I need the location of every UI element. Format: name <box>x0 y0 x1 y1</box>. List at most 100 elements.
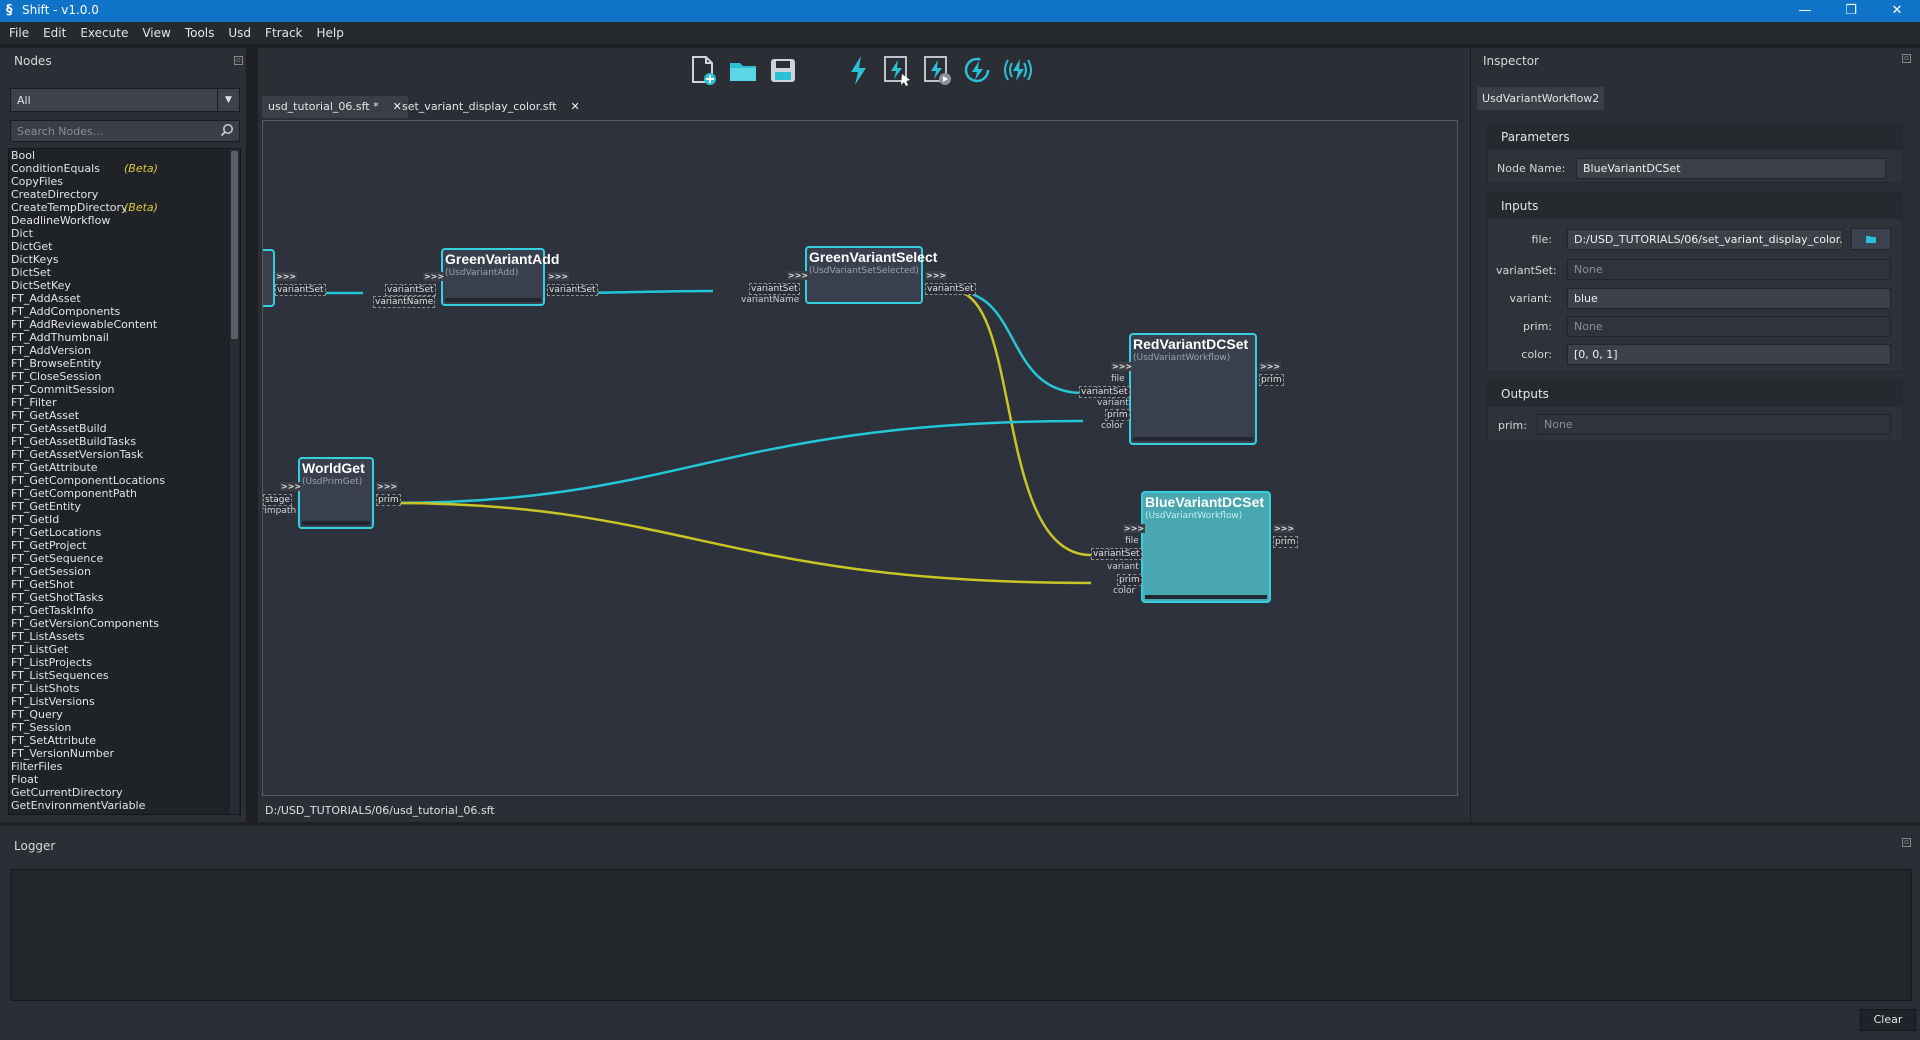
node-list-item[interactable]: FT_AddComponents <box>9 305 240 318</box>
node-list-item[interactable]: FT_GetAssetBuild <box>9 422 240 435</box>
exec-in-port[interactable]: >>> <box>280 482 302 491</box>
menu-file[interactable]: File <box>2 22 36 44</box>
exec-out-port[interactable]: >>> <box>1273 524 1295 533</box>
node-list-item[interactable]: FT_CommitSession <box>9 383 240 396</box>
exec-in-port[interactable]: >>> <box>1123 524 1145 533</box>
search-nodes-input[interactable]: Search Nodes... <box>10 120 240 142</box>
menu-execute[interactable]: Execute <box>73 22 135 44</box>
variantset-out-port[interactable]: variantSet <box>275 284 326 296</box>
exec-out-port[interactable]: >>> <box>925 271 947 280</box>
node-list-item[interactable]: FT_AddAsset <box>9 292 240 305</box>
variantset-out-port[interactable]: variantSet <box>547 284 598 296</box>
node-list-item[interactable]: FT_GetComponentPath <box>9 487 240 500</box>
node-world-get[interactable]: WorldGet (UsdPrimGet) <box>298 457 374 529</box>
node-list-item[interactable]: FT_Filter <box>9 396 240 409</box>
open-folder-icon[interactable] <box>728 54 758 86</box>
node-list-scrollbar[interactable] <box>230 149 239 814</box>
execute-all-icon[interactable] <box>1000 54 1036 86</box>
node-list-item[interactable]: FT_CloseSession <box>9 370 240 383</box>
exec-out-port[interactable]: >>> <box>376 482 398 491</box>
node-list-item[interactable]: Float <box>9 773 240 786</box>
color-in-port[interactable]: color <box>1113 586 1135 596</box>
node-list-item[interactable]: FT_BrowseEntity <box>9 357 240 370</box>
undock-icon[interactable]: ▫ <box>1902 838 1911 847</box>
node-list-item[interactable]: DictSetKey <box>9 279 240 292</box>
new-file-icon[interactable] <box>688 54 718 86</box>
node-list-item[interactable]: ConditionEquals(Beta) <box>9 162 240 175</box>
node-list-item[interactable]: FT_ListSequences <box>9 669 240 682</box>
node-list-item[interactable]: FT_ListGet <box>9 643 240 656</box>
undock-icon[interactable]: ▫ <box>1902 54 1911 63</box>
node-list-item[interactable]: FT_ListVersions <box>9 695 240 708</box>
scrollbar-thumb[interactable] <box>231 151 238 339</box>
save-icon[interactable] <box>768 54 798 86</box>
file-in-port[interactable]: file <box>1111 374 1125 384</box>
node-list-item[interactable]: FT_GetTaskInfo <box>9 604 240 617</box>
node-list-item[interactable]: FT_ListAssets <box>9 630 240 643</box>
node-list-item[interactable]: CreateDirectory <box>9 188 240 201</box>
node-green-variant-add[interactable]: GreenVariantAdd (UsdVariantAdd) <box>441 248 545 306</box>
node-list-item[interactable]: FT_GetShotTasks <box>9 591 240 604</box>
menu-help[interactable]: Help <box>310 22 351 44</box>
node-list-item[interactable]: FT_Query <box>9 708 240 721</box>
prim-in-port[interactable]: prim <box>1105 409 1130 421</box>
variantset-out-port[interactable]: variantSet <box>925 283 976 295</box>
node-list-item[interactable]: FT_SetAttribute <box>9 734 240 747</box>
node-list-item[interactable]: FT_GetAttribute <box>9 461 240 474</box>
node-graph-canvas[interactable]: >>> variantSet GreenVariantAdd (UsdVaria… <box>262 120 1458 796</box>
menu-tools[interactable]: Tools <box>178 22 222 44</box>
menu-edit[interactable]: Edit <box>36 22 73 44</box>
node-list-item[interactable]: FT_GetLocations <box>9 526 240 539</box>
exec-out-port[interactable]: >>> <box>1259 362 1281 371</box>
node-list-item[interactable]: FilterFiles <box>9 760 240 773</box>
node-name-field[interactable]: BlueVariantDCSet <box>1576 158 1886 179</box>
node-list-item[interactable]: DeadlineWorkflow <box>9 214 240 227</box>
close-tab-icon[interactable]: ✕ <box>571 100 580 113</box>
node-list-item[interactable]: DictKeys <box>9 253 240 266</box>
variantname-in-port[interactable]: variantName <box>741 295 799 305</box>
close-window-button[interactable]: ✕ <box>1874 0 1920 22</box>
variant-in-port[interactable]: variant <box>1097 398 1129 408</box>
variantset-in-port[interactable]: variantSet <box>749 283 800 295</box>
variantname-in-port[interactable]: variantName <box>373 296 435 308</box>
primpath-in-port[interactable]: primpath <box>262 506 296 516</box>
node-list-item[interactable]: Bool <box>9 149 240 162</box>
node-list-item[interactable]: FT_GetSequence <box>9 552 240 565</box>
prim-field[interactable]: None <box>1567 316 1891 337</box>
variantset-in-port[interactable]: variantSet <box>385 284 436 296</box>
execute-icon[interactable] <box>844 54 874 86</box>
node-list-item[interactable]: FT_GetAssetVersionTask <box>9 448 240 461</box>
node-blue-variant-dcset[interactable]: BlueVariantDCSet (UsdVariantWorkflow) <box>1141 491 1271 603</box>
menu-usd[interactable]: Usd <box>221 22 258 44</box>
node-list-item[interactable]: CreateTempDirectory(Beta) <box>9 201 240 214</box>
search-icon[interactable] <box>220 123 234 137</box>
exec-in-port[interactable]: >>> <box>787 271 809 280</box>
node-list-item[interactable]: FT_GetSession <box>9 565 240 578</box>
minimize-button[interactable]: — <box>1782 0 1828 22</box>
node-list-item[interactable]: FT_VersionNumber <box>9 747 240 760</box>
log-output[interactable] <box>10 869 1912 1001</box>
chevron-down-icon[interactable]: ▼ <box>217 89 239 111</box>
variant-field[interactable]: blue <box>1567 288 1891 309</box>
node-red-variant-dcset[interactable]: RedVariantDCSet (UsdVariantWorkflow) <box>1129 333 1257 445</box>
file-field[interactable]: D:/USD_TUTORIALS/06/set_variant_display_… <box>1567 229 1843 250</box>
file-in-port[interactable]: file <box>1125 536 1139 546</box>
execute-selected-icon[interactable] <box>882 54 912 86</box>
node-list-item[interactable]: DictGet <box>9 240 240 253</box>
node-list-item[interactable]: FT_AddVersion <box>9 344 240 357</box>
execute-from-icon[interactable] <box>922 54 952 86</box>
node-list-item[interactable]: FT_GetShot <box>9 578 240 591</box>
node-list-item[interactable]: FT_GetId <box>9 513 240 526</box>
node-list-item[interactable]: FT_GetEntity <box>9 500 240 513</box>
node-list-item[interactable]: FT_GetVersionComponents <box>9 617 240 630</box>
execute-reload-icon[interactable] <box>962 54 992 86</box>
node-filter-select[interactable]: All ▼ <box>10 88 240 112</box>
stage-in-port[interactable]: stage <box>263 494 292 506</box>
tab-set-variant-display-color[interactable]: set_variant_display_color.sft✕ <box>396 96 586 118</box>
graph-node-partial[interactable] <box>262 249 275 307</box>
node-list-item[interactable]: FT_GetAsset <box>9 409 240 422</box>
node-list-item[interactable]: FT_AddReviewableContent <box>9 318 240 331</box>
browse-file-button[interactable] <box>1851 228 1891 250</box>
prim-out-port[interactable]: prim <box>1259 374 1284 386</box>
node-green-variant-select[interactable]: GreenVariantSelect (UsdVariantSetSelecte… <box>805 246 923 304</box>
